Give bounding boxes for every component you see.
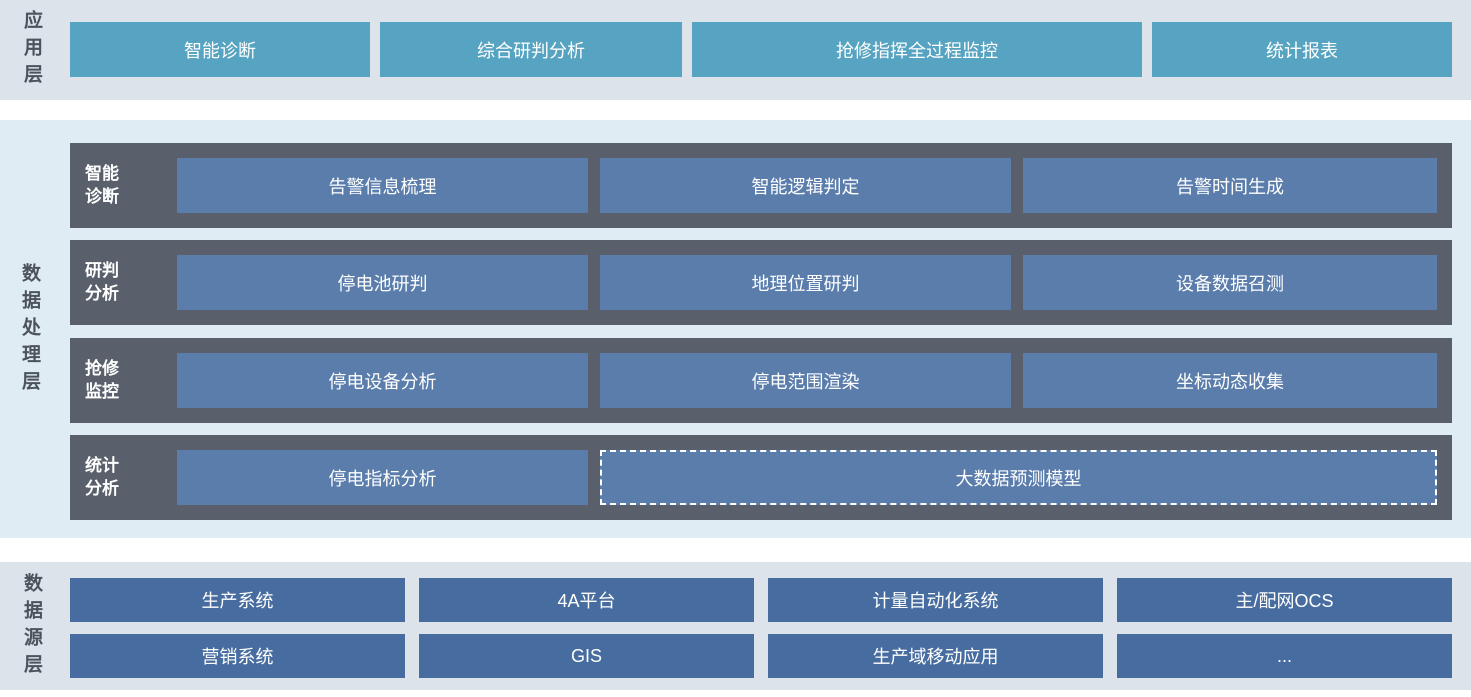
source-block-more: ... — [1117, 634, 1452, 678]
data-source-layer-section: 数据源层 生产系统 4A平台 计量自动化系统 主/配网OCS 营销系统 GIS … — [0, 562, 1471, 690]
source-block-production-system: 生产系统 — [70, 578, 405, 622]
source-block-metering-automation-system: 计量自动化系统 — [768, 578, 1103, 622]
block-outage-battery-analysis: 停电池研判 — [177, 255, 588, 310]
app-block-intelligent-diagnosis: 智能诊断 — [70, 22, 370, 77]
processing-row-statistical-analysis: 统计分析 停电指标分析 大数据预测模型 — [70, 435, 1452, 520]
source-block-4a-platform: 4A平台 — [419, 578, 754, 622]
row-label: 抢修监控 — [85, 358, 119, 402]
block-intelligent-logic-judgment: 智能逻辑判定 — [600, 158, 1011, 213]
processing-row-analysis: 研判分析 停电池研判 地理位置研判 设备数据召测 — [70, 240, 1452, 325]
block-alarm-info-sorting: 告警信息梳理 — [177, 158, 588, 213]
data-processing-layer-label: 数据处理层 — [19, 263, 40, 398]
data-processing-layer-section: 数据处理层 智能诊断 告警信息梳理 智能逻辑判定 告警时间生成 研判分析 停电池… — [0, 120, 1471, 538]
block-outage-indicator-analysis: 停电指标分析 — [177, 450, 588, 505]
app-block-repair-command-monitoring: 抢修指挥全过程监控 — [692, 22, 1142, 77]
block-outage-device-analysis: 停电设备分析 — [177, 353, 588, 408]
source-block-gis: GIS — [419, 634, 754, 678]
block-device-data-retrieval: 设备数据召测 — [1023, 255, 1437, 310]
block-outage-range-rendering: 停电范围渲染 — [600, 353, 1011, 408]
processing-row-intelligent-diagnosis: 智能诊断 告警信息梳理 智能逻辑判定 告警时间生成 — [70, 143, 1452, 228]
source-block-production-mobile-app: 生产域移动应用 — [768, 634, 1103, 678]
source-block-marketing-system: 营销系统 — [70, 634, 405, 678]
source-block-main-distribution-ocs: 主/配网OCS — [1117, 578, 1452, 622]
block-coordinate-dynamic-collection: 坐标动态收集 — [1023, 353, 1437, 408]
application-layer-label: 应用层 — [21, 10, 42, 91]
processing-row-repair-monitoring: 抢修监控 停电设备分析 停电范围渲染 坐标动态收集 — [70, 338, 1452, 423]
app-block-comprehensive-analysis: 综合研判分析 — [380, 22, 682, 77]
block-big-data-prediction-model: 大数据预测模型 — [600, 450, 1437, 505]
application-layer-section: 应用层 智能诊断 综合研判分析 抢修指挥全过程监控 统计报表 — [0, 0, 1471, 100]
block-alarm-time-generation: 告警时间生成 — [1023, 158, 1437, 213]
row-label: 智能诊断 — [85, 163, 119, 207]
row-label: 统计分析 — [85, 455, 119, 499]
app-block-statistical-reports: 统计报表 — [1152, 22, 1452, 77]
row-label: 研判分析 — [85, 260, 119, 304]
block-geographic-location-analysis: 地理位置研判 — [600, 255, 1011, 310]
data-source-layer-label: 数据源层 — [21, 573, 42, 681]
